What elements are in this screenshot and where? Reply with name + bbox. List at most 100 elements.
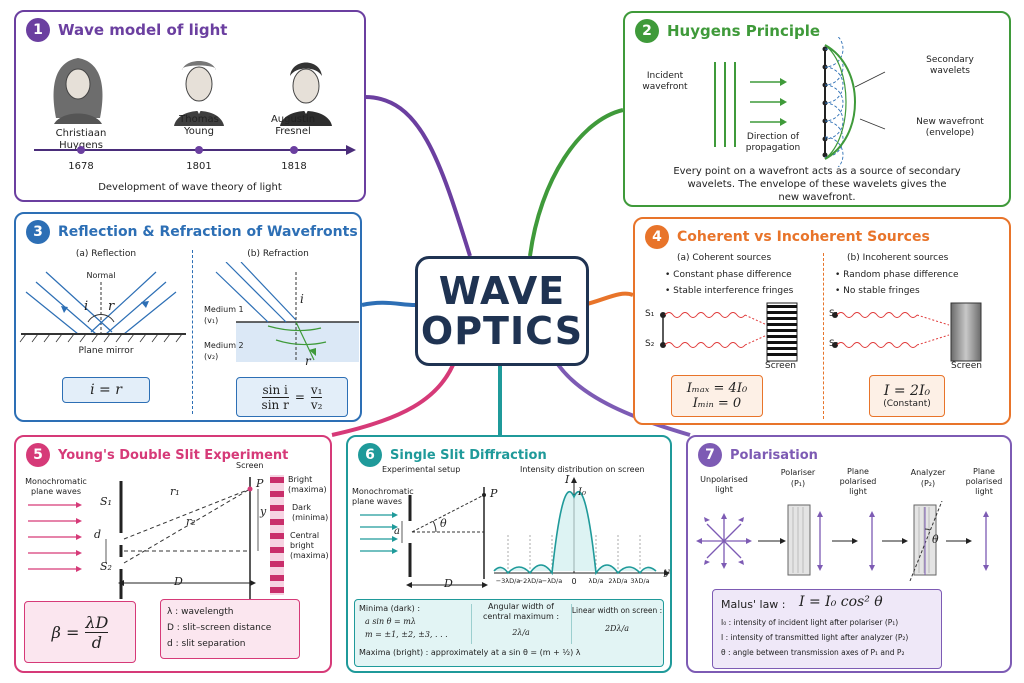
connector-1	[364, 95, 472, 257]
medium1-label: Medium 1 (v₁)	[204, 304, 244, 326]
legend-item: D : slit–screen distance	[167, 623, 272, 633]
label-line: light	[715, 485, 733, 494]
reflection-label: (a) Reflection	[75, 249, 137, 259]
panel-wave-model: 1 Wave model of light Christiaan Huygens…	[14, 10, 366, 202]
medium2-label: Medium 2 (v₂)	[204, 340, 244, 362]
tick-7: 3λD/a	[630, 577, 650, 585]
label-line: Medium 1	[204, 305, 244, 314]
malus-box: Malus' law : I = I₀ cos² θ I₀ : intensit…	[712, 589, 942, 669]
panel-title: Single Slit Diffraction	[390, 447, 547, 463]
panel-coherent: 4 Coherent vs Incoherent Sources (a) Coh…	[633, 217, 1011, 425]
panel-header: 2 Huygens Principle	[635, 19, 820, 43]
fringe-width-box: β = λD d	[24, 601, 136, 663]
label-line: light	[975, 487, 993, 496]
polariser-label: Polariser (P₁)	[768, 467, 828, 489]
incoherent-formula-box: I = 2I₀ (Constant)	[869, 375, 945, 417]
point-text: Constant phase difference	[673, 270, 792, 280]
label-line: central maximum :	[482, 612, 560, 621]
screen-label-incoherent: Screen	[951, 361, 982, 371]
fraction-bar	[85, 631, 109, 633]
s1-label: S₁	[645, 309, 655, 319]
tick-2: −2λD/a	[517, 577, 543, 585]
label-line: polarised	[965, 477, 1003, 486]
label-line: plane waves	[352, 497, 403, 506]
panel-number-badge: 1	[26, 18, 50, 42]
polarisation-diagram	[696, 501, 989, 581]
panel-header: 5 Young's Double Slit Experiment	[26, 443, 288, 467]
r1-label: r₁	[170, 485, 180, 498]
fraction: λD d	[85, 613, 109, 652]
D-label: D	[444, 577, 453, 590]
tick-3: −λD/a	[541, 577, 563, 585]
screen-label: Screen	[765, 361, 796, 371]
label-line: New wavefront	[916, 117, 984, 127]
panel-number-badge: 3	[26, 220, 50, 244]
label-line: Angular width of	[488, 602, 554, 611]
panel-title: Polarisation	[730, 447, 818, 463]
label-line: (P₁)	[790, 479, 806, 488]
formula-lhs: β =	[51, 622, 80, 642]
person-name-1: Christiaan Huygens	[46, 128, 116, 152]
portraits	[53, 58, 332, 126]
bright-label: Bright (maxima)	[288, 475, 327, 495]
fraction-num: sin i	[262, 382, 288, 397]
incoherent-point-1: • Random phase difference	[835, 270, 959, 280]
panel-caption: Development of wave theory of light	[98, 182, 282, 193]
panel-header: 4 Coherent vs Incoherent Sources	[645, 225, 930, 249]
person-last-name: Huygens	[59, 140, 103, 151]
panel-number-badge: 7	[698, 443, 722, 467]
incoherent-heading: (b) Incoherent sources	[847, 253, 949, 263]
label-line: Direction of	[746, 132, 800, 142]
panel-caption: Every point on a wavefront acts as a sou…	[625, 165, 1009, 204]
panel-reflection-refraction: 3 Reflection & Refraction of Wavefronts …	[14, 212, 362, 422]
angular-value: 2λ/a	[512, 628, 530, 637]
label-line: light	[849, 487, 867, 496]
center-title-box: WAVE OPTICS	[415, 256, 589, 366]
formula-note: (Constant)	[883, 399, 931, 409]
linear-value: 2Dλ/a	[604, 624, 630, 633]
malus-def-3: θ : angle between transmission axes of P…	[721, 648, 905, 657]
plane-label-2: Plane polarised light	[954, 467, 1010, 497]
panel-title: Wave model of light	[58, 21, 228, 39]
secondary-label: Secondary wavelets	[905, 55, 995, 77]
label-line: wavefront	[642, 82, 688, 92]
fraction-bar	[261, 396, 289, 398]
fraction-bar	[310, 396, 323, 398]
reflection-diagram	[19, 271, 186, 343]
new-wavefront-label: New wavefront (envelope)	[905, 117, 995, 139]
r2-label: r₂	[186, 515, 196, 528]
panel-header: 7 Polarisation	[698, 443, 818, 467]
panel-polarisation: 7 Polarisation Unpolarised light Polaris…	[686, 435, 1012, 673]
panel-number-badge: 4	[645, 225, 669, 249]
label-line: (maxima)	[290, 551, 329, 560]
timeline-dot-1	[77, 146, 85, 154]
panel-single-slit: 6 Single Slit Diffraction Experimental s…	[346, 435, 672, 673]
minima-title: Minima (dark) :	[359, 604, 421, 613]
point-text: No stable fringes	[843, 286, 920, 296]
panel-header: 1 Wave model of light	[26, 18, 227, 42]
y-label: y	[260, 505, 267, 518]
person-name-2: Thomas Young	[164, 114, 234, 138]
label-line: propagation	[745, 143, 801, 153]
divider	[192, 250, 193, 414]
panel-title: Young's Double Slit Experiment	[58, 447, 289, 463]
panel-header: 3 Reflection & Refraction of Wavefronts	[26, 220, 358, 244]
unpolarised-label: Unpolarised light	[694, 475, 754, 495]
label-line: (P₂)	[920, 479, 936, 488]
direction-label: Direction of propagation	[738, 132, 808, 154]
coherent-heading: (a) Coherent sources	[677, 253, 772, 263]
fraction-sin: sin i sin r	[261, 382, 289, 412]
minima-eq-1: a sin θ = mλ	[365, 617, 416, 626]
formula-line: Iₘᵢₙ = 0	[692, 396, 742, 411]
label-line: Bright	[288, 475, 313, 484]
year-2: 1801	[186, 161, 212, 172]
D-label: D	[174, 575, 183, 588]
refraction-angle-i: i	[300, 292, 304, 306]
panel-header: 6 Single Slit Diffraction	[358, 443, 547, 467]
label-line: polarised	[839, 477, 877, 486]
year-1: 1678	[68, 161, 94, 172]
a-label: a	[394, 526, 400, 537]
center-title-line2: OPTICS	[420, 309, 584, 353]
panel-number-badge: 2	[635, 19, 659, 43]
connector-2	[528, 108, 624, 257]
